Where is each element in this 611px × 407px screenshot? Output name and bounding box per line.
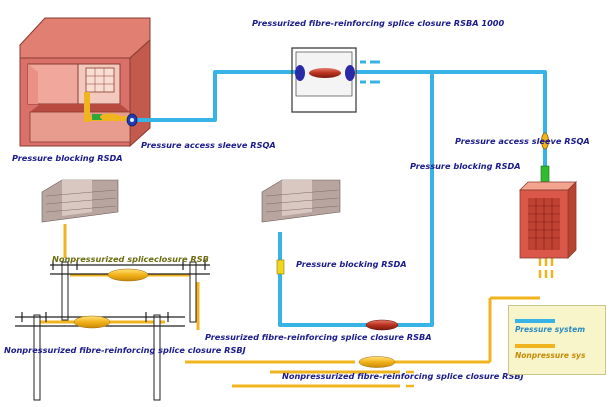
label-pressure-blocking-left: Pressure blocking RSDA bbox=[12, 153, 123, 163]
rsbj-closure-bottom bbox=[358, 356, 396, 368]
label-nonpressurized-rsb: Nonpressurized spliceclosure RSB bbox=[52, 254, 209, 264]
label-pressure-blocking-mid: Pressure blocking RSDA bbox=[296, 259, 407, 269]
legend-nonpressure-label: Nonpressure sys bbox=[515, 351, 586, 360]
legend: Pressure system Nonpressure sys bbox=[508, 305, 606, 375]
apartment-block-mid bbox=[261, 179, 341, 223]
pole-crossarms bbox=[15, 260, 210, 327]
rsba-closure bbox=[365, 319, 399, 331]
exchange-rack bbox=[85, 67, 115, 93]
utility-poles bbox=[33, 261, 197, 401]
label-pressurized-rsba: Pressurized fibre-reinforcing splice clo… bbox=[205, 332, 432, 342]
pressure-dashes bbox=[360, 60, 380, 84]
rsba-1000-closure bbox=[291, 47, 357, 113]
label-pressure-blocking-right: Pressure blocking RSDA bbox=[410, 161, 521, 171]
label-pressure-access-right: Pressure access sleeve RSQA bbox=[455, 136, 590, 146]
pressure-blocking-left bbox=[92, 113, 120, 121]
pressure-line-exchange-to-rsba1000 bbox=[130, 70, 296, 122]
label-rsba-1000: Pressurized fibre-reinforcing splice clo… bbox=[252, 18, 505, 28]
label-pressure-access-left: Pressure access sleeve RSQA bbox=[141, 140, 276, 150]
nonpressure-lines bbox=[40, 224, 540, 388]
pressure-blocking-right bbox=[540, 165, 550, 183]
distribution-cabinet bbox=[519, 181, 577, 259]
legend-pressure-label: Pressure system bbox=[515, 325, 586, 334]
exchange-building bbox=[19, 17, 151, 148]
pressure-access-sleeve-right bbox=[541, 132, 549, 150]
pressure-blocking-mid bbox=[276, 259, 285, 275]
pressure-access-sleeve-left bbox=[126, 113, 138, 127]
legend-pressure-swatch bbox=[515, 319, 555, 323]
pressure-line-loop bbox=[278, 72, 434, 327]
nonpressure-dashes bbox=[406, 258, 554, 388]
label-nonpressurized-rsbj-bottom: Nonpressurized fibre-reinforcing splice … bbox=[282, 371, 524, 381]
rsb-closure bbox=[107, 268, 149, 282]
label-nonpressurized-rsbj-left: Nonpressurized fibre-reinforcing splice … bbox=[4, 345, 246, 355]
apartment-block-left bbox=[41, 179, 119, 223]
legend-nonpressure-swatch bbox=[515, 344, 555, 348]
rsbj-closure-left bbox=[73, 315, 111, 329]
